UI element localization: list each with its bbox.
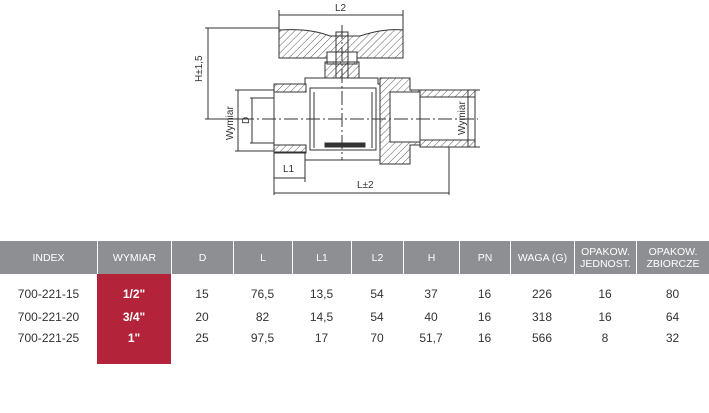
table-cell: 20 — [195, 309, 209, 324]
table-cell: 226 — [531, 287, 553, 301]
header-waga: WAGA (G) — [510, 241, 574, 274]
header-l1: L1 — [292, 241, 351, 274]
table-cell: 700-221-25 — [17, 330, 80, 345]
table-cell: 3/4" — [97, 306, 171, 327]
table-cell: 700-221-20 — [17, 309, 80, 324]
valve-technical-drawing: L2 H±1,5 Wymiar D Wymiar L1 L±2 — [194, 3, 480, 195]
label-L1: L1 — [283, 164, 295, 175]
table-header-row: INDEX WYMIAR D L L1 L2 H PN WAGA (G) OPA… — [0, 241, 709, 274]
table-row: 700-221-25 1" 25 97,5 17 70 51,7 16 566 8 32 — [0, 327, 709, 348]
header-h: H — [403, 241, 459, 274]
table-cell: 54 — [370, 309, 384, 324]
table-row: 700-221-20 3/4" 20 82 14,5 54 40 16 318 16 64 — [0, 306, 709, 327]
table-cell: 32 — [665, 330, 680, 345]
header-index: INDEX — [0, 241, 97, 274]
table-cell: 700-221-15 — [17, 287, 80, 301]
table-cell: 1" — [97, 327, 171, 348]
table-cell: 16 — [598, 309, 612, 324]
table-cell: 76,5 — [250, 287, 275, 301]
header-opakow-jednost: OPAKOW. JEDNOST. — [574, 241, 636, 274]
table-cell: 97,5 — [250, 330, 275, 345]
header-d: D — [171, 241, 233, 274]
header-opakow-zbiorcze: OPAKOW. ZBIORCZE — [636, 241, 709, 274]
label-wymiar-left: Wymiar — [225, 106, 236, 140]
table-cell — [97, 348, 171, 364]
table-cell: 318 — [531, 309, 553, 324]
table-padding-row — [0, 348, 709, 364]
header-pn: PN — [459, 241, 510, 274]
table-cell: 16 — [477, 330, 492, 345]
header-l: L — [233, 241, 292, 274]
label-wymiar-right: Wymiar — [457, 101, 468, 135]
label-D: D — [241, 117, 252, 124]
table-cell — [171, 348, 709, 364]
table-cell: 16 — [477, 287, 492, 301]
table-cell: 64 — [665, 309, 680, 324]
table-cell: 17 — [314, 330, 329, 345]
table-cell: 16 — [598, 287, 612, 301]
table-cell: 14,5 — [309, 309, 334, 324]
table-cell: 8 — [601, 330, 609, 345]
label-L: L±2 — [357, 180, 374, 191]
table-cell: 15 — [195, 287, 209, 301]
table-cell: 54 — [370, 287, 384, 301]
table-cell: 51,7 — [419, 330, 443, 345]
table-cell: 25 — [195, 330, 209, 345]
table-cell: 40 — [424, 309, 438, 324]
spec-table: INDEX WYMIAR D L L1 L2 H PN WAGA (G) OPA… — [0, 241, 709, 364]
header-wymiar: WYMIAR — [97, 241, 171, 274]
table-cell: 80 — [665, 287, 680, 301]
table-cell: 1/2" — [97, 274, 171, 306]
table-cell: 37 — [424, 287, 438, 301]
table-cell: 566 — [531, 330, 553, 345]
label-L2: L2 — [335, 3, 347, 14]
table-cell: 70 — [370, 330, 384, 345]
table-cell — [0, 348, 97, 364]
label-H: H±1,5 — [194, 55, 205, 82]
table-cell: 82 — [255, 309, 270, 324]
table-cell: 16 — [477, 309, 492, 324]
table-cell: 13,5 — [309, 287, 334, 301]
header-l2: L2 — [351, 241, 403, 274]
table-row: 700-221-15 1/2" 15 76,5 13,5 54 37 16 226 16 80 — [0, 274, 709, 306]
